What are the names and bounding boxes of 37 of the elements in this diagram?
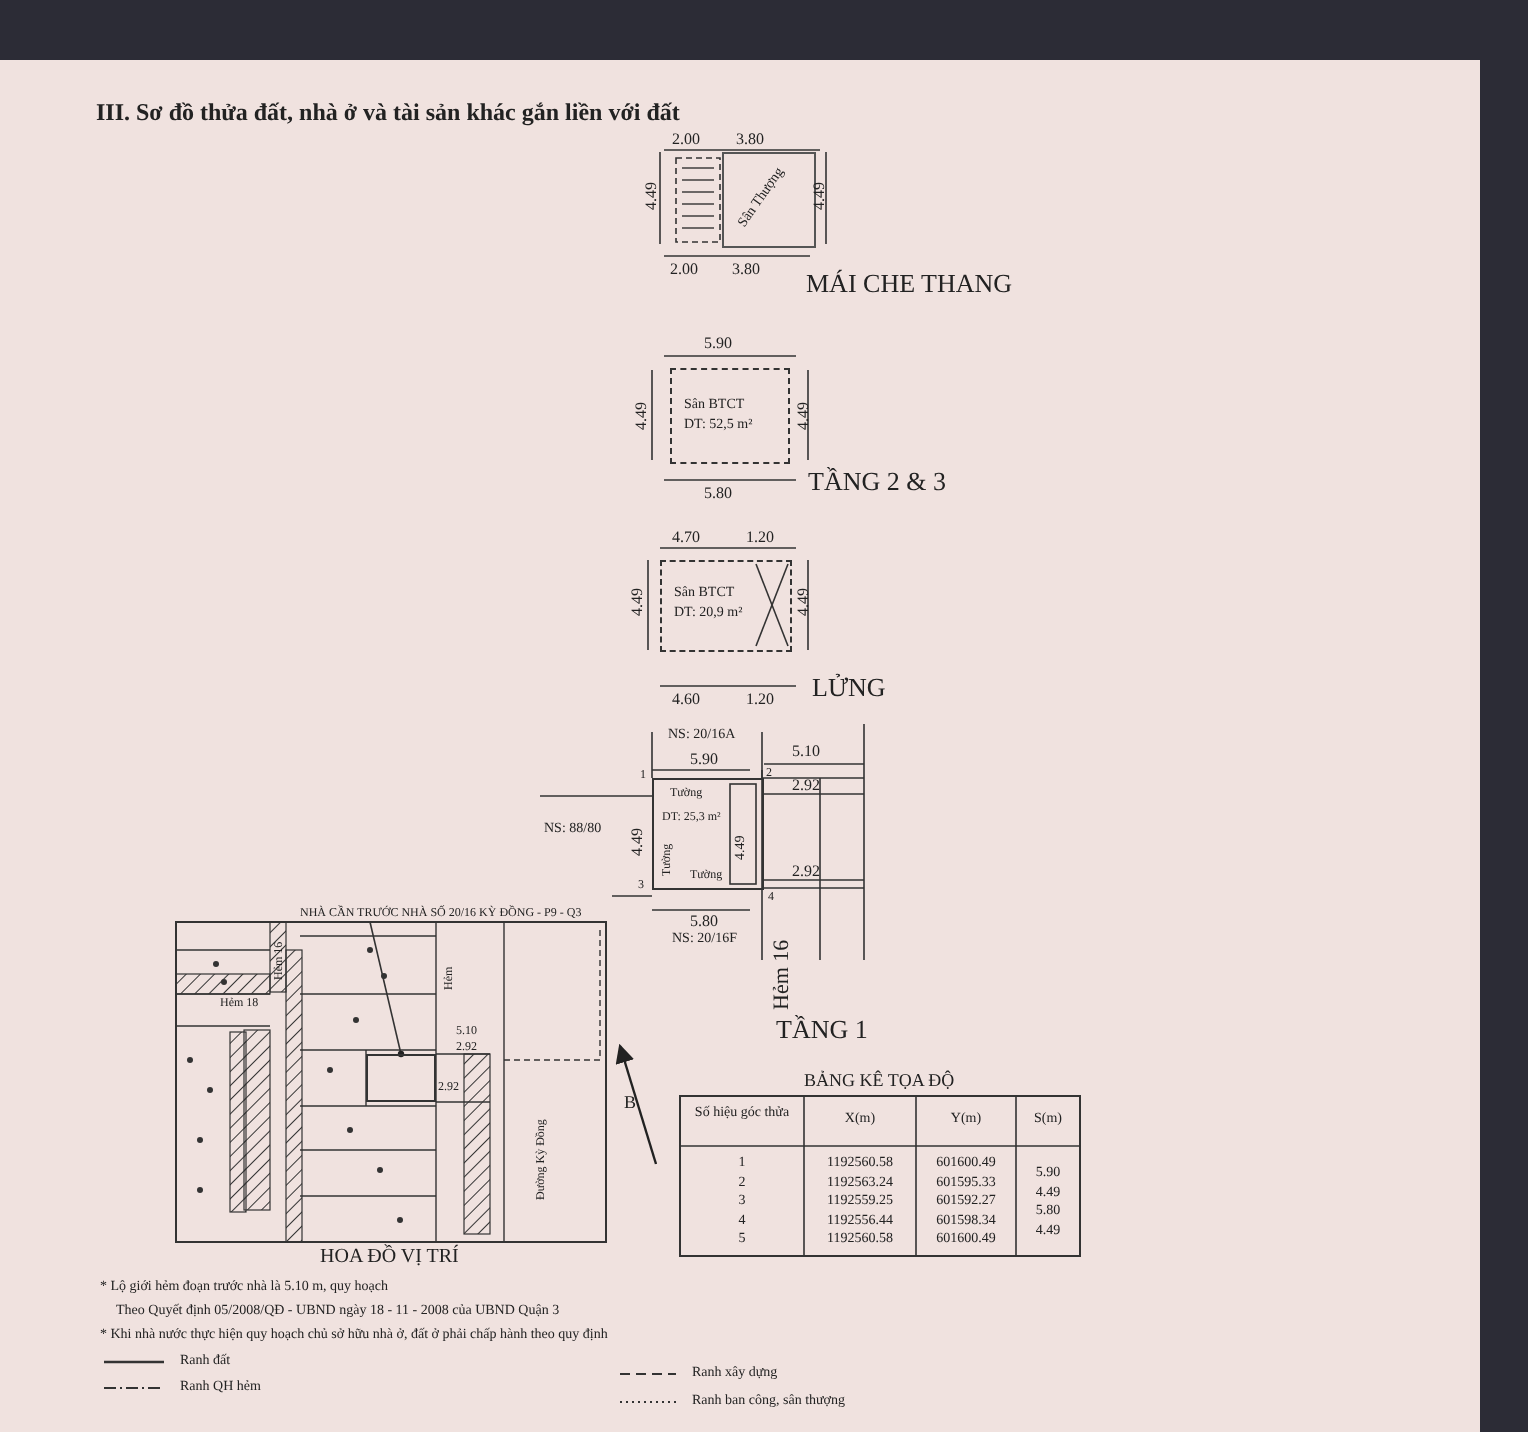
dimension-value: 5.90 bbox=[704, 336, 732, 352]
map-title: HOA ĐỒ VỊ TRÍ bbox=[320, 1248, 459, 1268]
dimension-value: 4.49 bbox=[796, 402, 812, 430]
street-label: Hẻm 16 bbox=[772, 939, 794, 1010]
dimension-value: 5.90 bbox=[690, 752, 718, 768]
table-title: BẢNG KÊ TỌA ĐỘ bbox=[804, 1072, 955, 1090]
roof-terrace-outline bbox=[722, 152, 816, 248]
floor-outline bbox=[660, 560, 792, 652]
dimension-value: 5.80 bbox=[704, 486, 732, 502]
dimension-value: 2.00 bbox=[670, 262, 698, 278]
section-title: III. Sơ đồ thửa đất, nhà ở và tài sản khác gắn liền với đất bbox=[96, 100, 680, 124]
dimension-value: 4.60 bbox=[672, 692, 700, 708]
dimension-value: 4.49 bbox=[630, 588, 646, 616]
land-parcel bbox=[366, 1054, 436, 1102]
dimension-value: 2.00 bbox=[672, 132, 700, 148]
dimension-value: 4.49 bbox=[812, 182, 828, 210]
floor-heading: TẦNG 2 & 3 bbox=[808, 468, 946, 494]
dimension-value: 1.20 bbox=[746, 530, 774, 546]
floor-heading: LỬNG bbox=[812, 674, 886, 700]
dimension-value: 4.70 bbox=[672, 530, 700, 546]
dimension-value: 2.92 bbox=[792, 864, 820, 880]
dimension-value: 3.80 bbox=[732, 262, 760, 278]
floor-outline bbox=[652, 778, 764, 890]
dimension-value: 4.49 bbox=[634, 402, 650, 430]
dimension-value: 3.80 bbox=[736, 132, 764, 148]
leader-line bbox=[369, 921, 405, 1058]
floor-heading: MÁI CHE THANG bbox=[806, 270, 1013, 296]
dimension-value: 5.80 bbox=[690, 914, 718, 930]
floor-heading: TẦNG 1 bbox=[776, 1016, 868, 1042]
north-label: B bbox=[624, 1094, 637, 1112]
dimension-value: 4.49 bbox=[644, 182, 660, 210]
dimension-value: 4.49 bbox=[796, 588, 812, 616]
dimension-value: 4.49 bbox=[630, 828, 646, 856]
dimension-value: 2.92 bbox=[792, 778, 820, 794]
dimension-value: 5.10 bbox=[792, 744, 820, 760]
dimension-value: 1.20 bbox=[746, 692, 774, 708]
floor-outline bbox=[670, 368, 790, 464]
